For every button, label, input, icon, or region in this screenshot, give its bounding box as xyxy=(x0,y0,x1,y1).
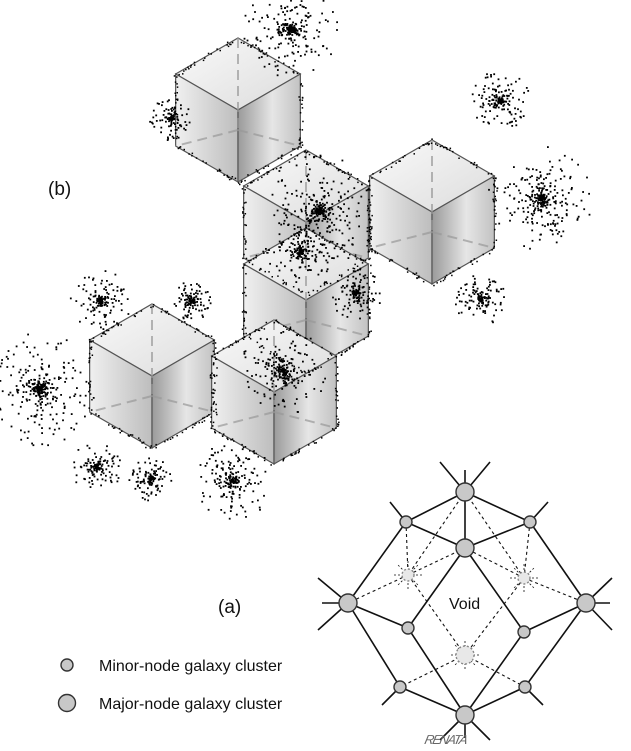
minor-node xyxy=(523,515,537,529)
rhombic-cell xyxy=(88,303,216,450)
legend-major-label: Major-node galaxy cluster xyxy=(99,696,283,713)
credit-signature: RENATA xyxy=(423,732,470,747)
legend: Minor-node galaxy cluster Major-node gal… xyxy=(57,658,283,713)
rhombic-cells-cluster xyxy=(88,37,496,466)
panel-a-label: (a) xyxy=(218,597,241,618)
minor-node xyxy=(393,680,407,694)
minor-node xyxy=(401,621,415,635)
legend-minor-label: Minor-node galaxy cluster xyxy=(99,658,283,675)
minor-node xyxy=(399,515,413,529)
minor-node xyxy=(518,680,532,694)
major-node xyxy=(338,593,358,613)
minor-node-hidden xyxy=(517,571,531,585)
minor-node-hidden xyxy=(401,568,415,582)
rhombic-cell xyxy=(368,139,496,286)
filament-network xyxy=(0,0,591,520)
major-node-marker xyxy=(57,693,77,713)
major-node xyxy=(455,482,475,502)
major-node xyxy=(455,538,475,558)
rhombic-dodecahedron-schematic xyxy=(317,461,613,741)
rhombic-cell xyxy=(174,37,302,184)
major-node xyxy=(455,705,475,725)
major-node xyxy=(576,593,596,613)
void-label: Void xyxy=(449,596,480,613)
minor-node-marker xyxy=(60,658,74,672)
minor-node xyxy=(517,625,531,639)
major-node-hidden xyxy=(455,645,475,665)
panel-b-label: (b) xyxy=(48,179,71,200)
